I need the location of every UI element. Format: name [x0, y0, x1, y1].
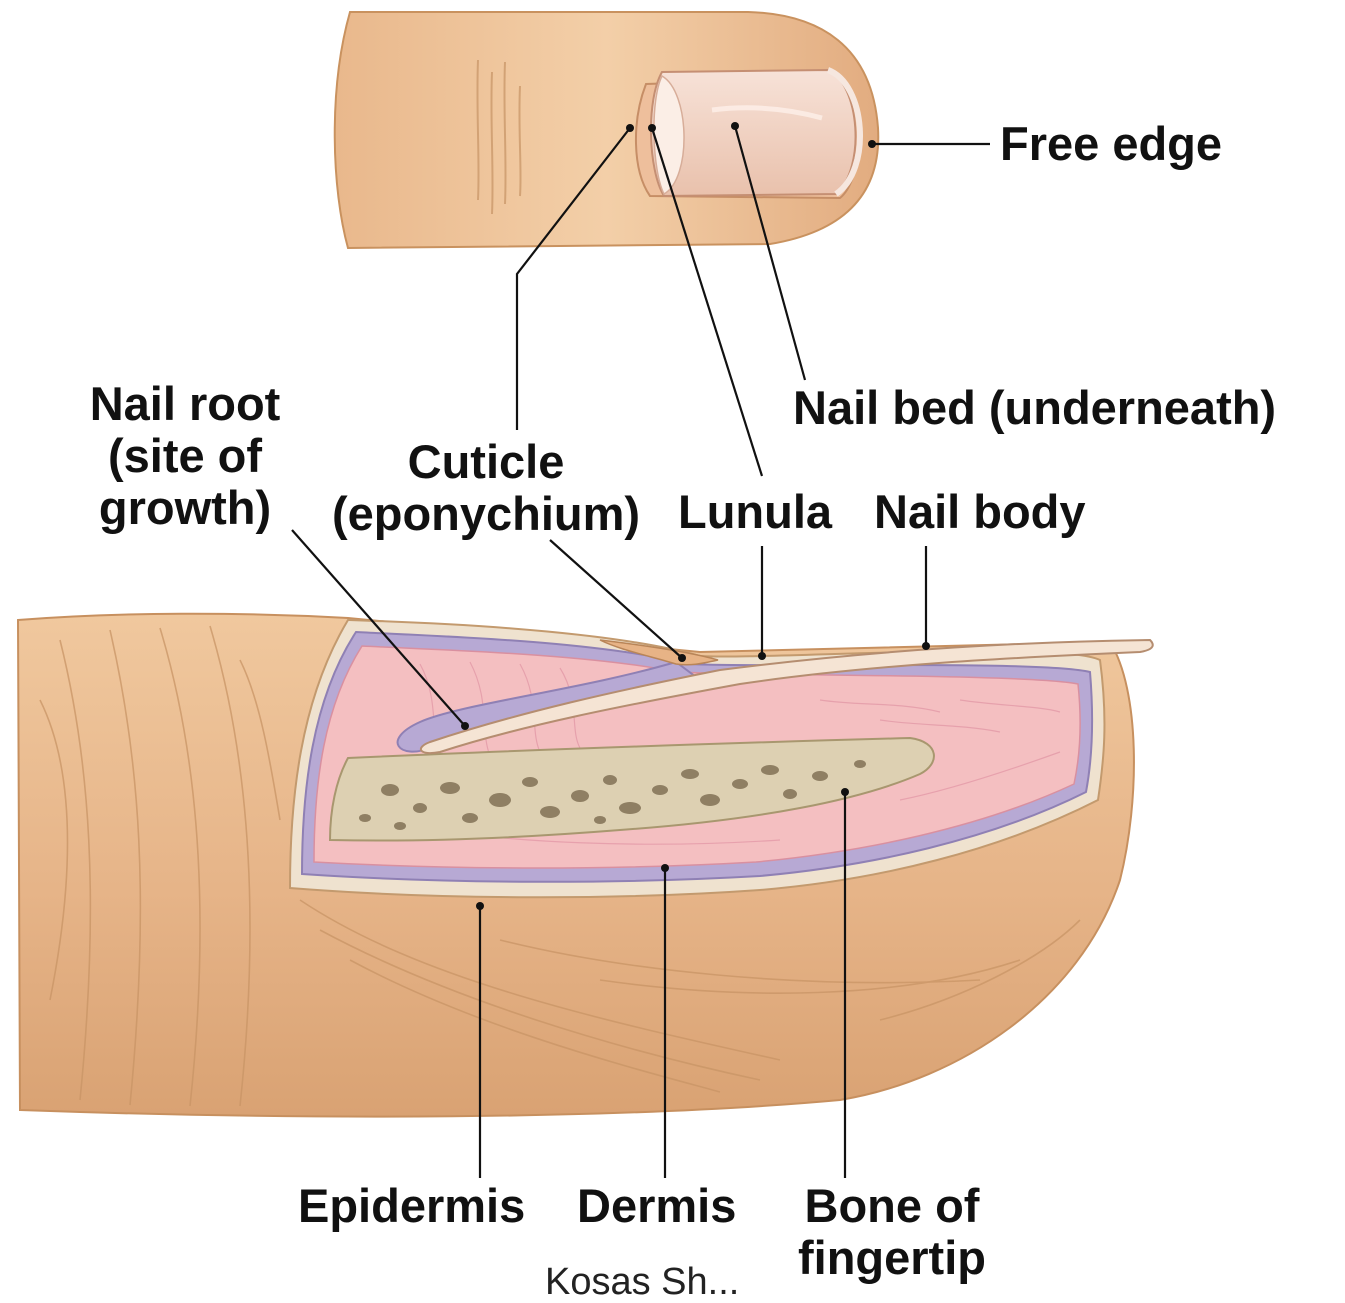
label-bone-line-2: fingertip: [782, 1232, 1002, 1284]
finger-section: [18, 614, 1153, 1117]
label-dermis: Dermis: [577, 1180, 736, 1232]
label-nail-body: Nail body: [874, 486, 1086, 538]
label-free-edge: Free edge: [1000, 118, 1222, 170]
finger-top-view: [335, 12, 879, 248]
label-cuticle-line-2: (eponychium): [308, 488, 664, 540]
credit-text: Kosas Sh...: [545, 1262, 739, 1302]
label-bone-line-1: Bone of: [782, 1180, 1002, 1232]
label-bone: Bone of fingertip: [782, 1180, 1002, 1284]
label-nail-root-line-2: (site of: [66, 430, 304, 482]
label-nail-root-line-3: growth): [66, 482, 304, 534]
label-cuticle-line-1: Cuticle: [308, 436, 664, 488]
label-nail-bed: Nail bed (underneath): [793, 382, 1276, 434]
label-nail-root-line-1: Nail root: [66, 378, 304, 430]
label-nail-root: Nail root (site of growth): [66, 378, 304, 534]
label-lunula: Lunula: [678, 486, 832, 538]
label-epidermis: Epidermis: [298, 1180, 525, 1232]
label-cuticle: Cuticle (eponychium): [308, 436, 664, 540]
